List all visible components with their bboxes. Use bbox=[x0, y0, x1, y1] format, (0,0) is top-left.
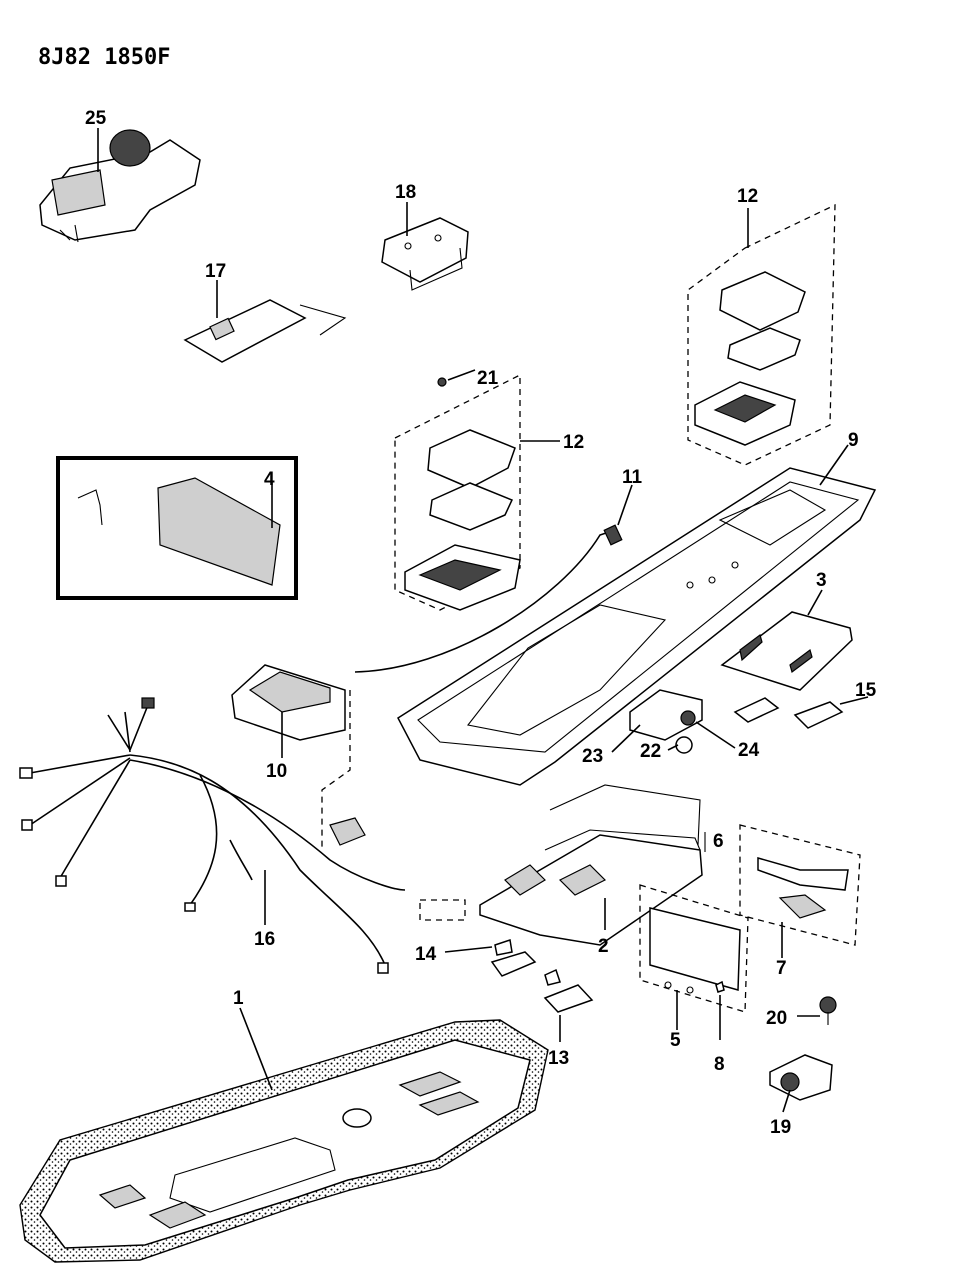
callout-3: 3 bbox=[816, 570, 827, 591]
callout-16: 16 bbox=[254, 929, 275, 950]
part-23-switch bbox=[629, 689, 703, 741]
callout-1: 1 bbox=[233, 988, 244, 1009]
part-8-clip bbox=[715, 980, 725, 993]
callout-24: 24 bbox=[738, 740, 760, 761]
part-16-wiring-harness bbox=[19, 697, 406, 974]
callout-23: 23 bbox=[582, 746, 603, 767]
part-21-screw bbox=[437, 377, 447, 387]
callout-14: 14 bbox=[415, 944, 437, 965]
callout-6: 6 bbox=[713, 831, 724, 852]
part-24-bulb bbox=[680, 710, 696, 726]
callout-10: 10 bbox=[266, 761, 287, 782]
callout-11: 11 bbox=[622, 467, 643, 488]
callout-13: 13 bbox=[548, 1048, 569, 1069]
part-17-plate bbox=[183, 299, 347, 363]
callout-15: 15 bbox=[855, 680, 877, 701]
part-14-bulb bbox=[490, 939, 537, 977]
part-13-bulb bbox=[543, 968, 594, 1013]
part-22-bulb bbox=[675, 736, 693, 754]
diagram-code: 8J82 1850F bbox=[38, 45, 170, 70]
part-19-switch bbox=[769, 1054, 833, 1101]
part-10-reading-lamp bbox=[231, 664, 346, 741]
part-20-screw bbox=[819, 996, 837, 1025]
part-12-lamp-assembly-upper bbox=[687, 203, 836, 466]
callout-19: 19 bbox=[770, 1117, 791, 1138]
part-7-lens bbox=[739, 824, 861, 946]
callout-12-upper: 12 bbox=[737, 186, 758, 207]
part-1-headliner bbox=[19, 1019, 549, 1263]
callout-5: 5 bbox=[670, 1030, 681, 1051]
callout-22: 22 bbox=[640, 741, 661, 762]
part-12-lamp-assembly-center bbox=[394, 373, 521, 611]
callout-25: 25 bbox=[85, 108, 107, 129]
part-11-wire bbox=[354, 524, 623, 673]
callout-21: 21 bbox=[477, 368, 499, 389]
callout-20: 20 bbox=[766, 1008, 787, 1029]
part-3-plate bbox=[720, 611, 853, 691]
part-9-console-housing bbox=[397, 467, 877, 786]
callout-8: 8 bbox=[714, 1054, 725, 1075]
callout-9: 9 bbox=[848, 430, 859, 451]
callout-2: 2 bbox=[598, 936, 609, 957]
part-18-bracket bbox=[381, 217, 469, 291]
part-25-overhead-module bbox=[39, 129, 201, 243]
part-5-panel bbox=[639, 884, 749, 1013]
callout-18: 18 bbox=[395, 182, 416, 203]
part-4-boxed-kit bbox=[56, 456, 298, 600]
callout-17: 17 bbox=[205, 261, 226, 282]
part-15-lamp bbox=[733, 697, 844, 729]
callout-7: 7 bbox=[776, 958, 787, 979]
callout-12-center: 12 bbox=[563, 432, 584, 453]
part-2-lower-console bbox=[479, 784, 703, 946]
callout-4: 4 bbox=[264, 469, 275, 490]
